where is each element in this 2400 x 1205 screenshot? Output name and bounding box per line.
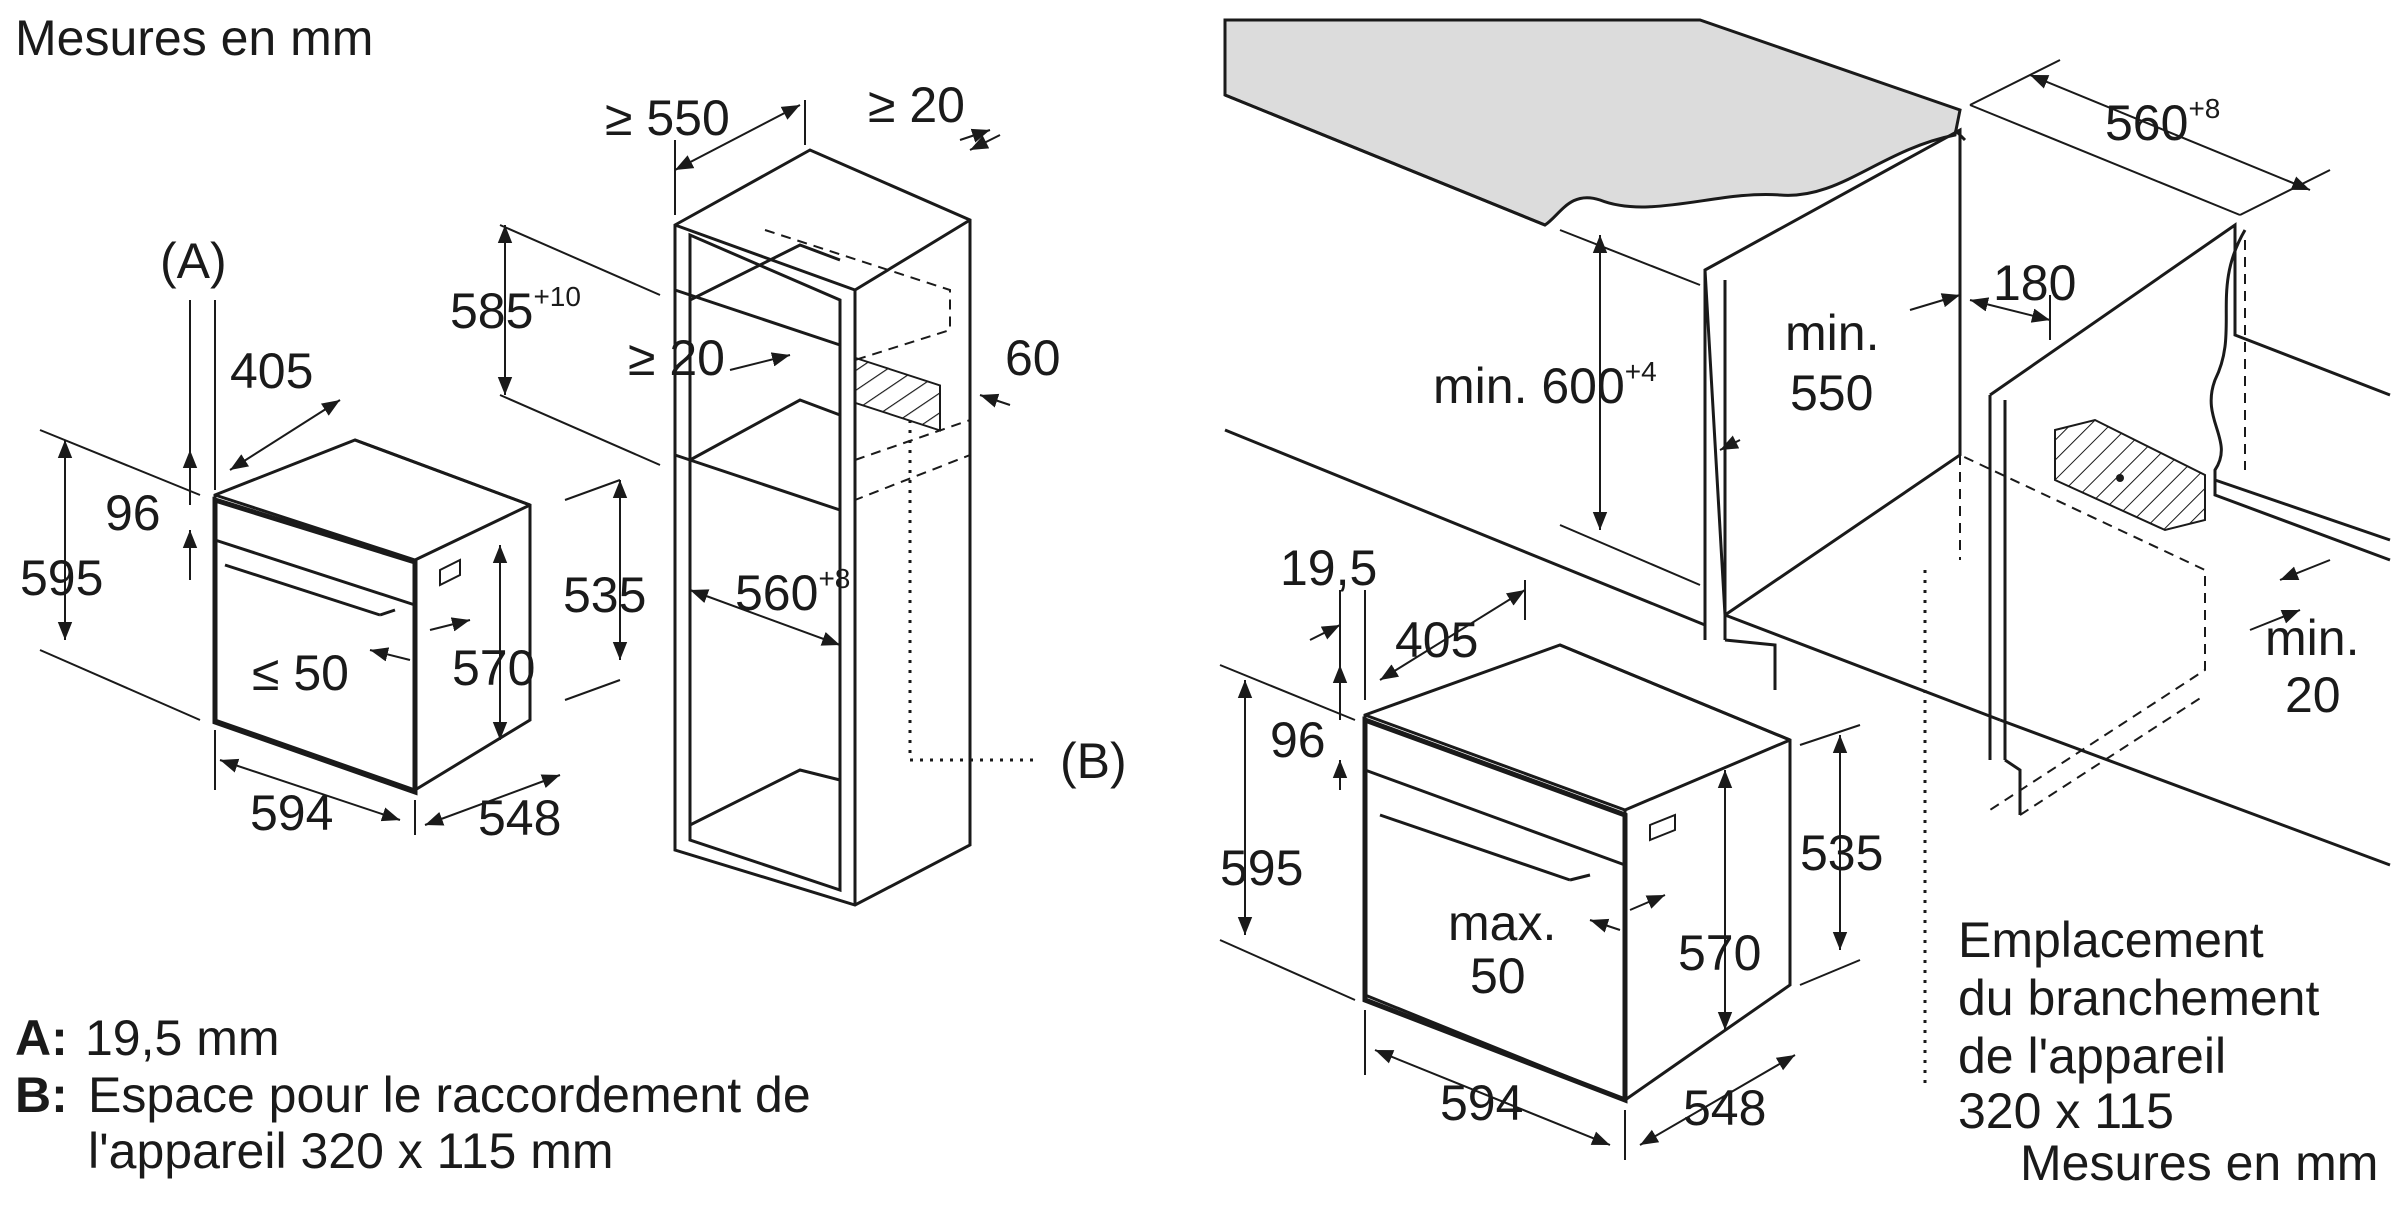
right-oven-dim-max50-label: max. bbox=[1448, 895, 1556, 951]
left-title: Mesures en mm bbox=[15, 10, 373, 66]
right-note-line-2: du branchement bbox=[1958, 970, 2319, 1026]
left-dimension-lines bbox=[39, 100, 1011, 835]
label-b: (B) bbox=[1060, 733, 1127, 789]
right-dim-180: 180 bbox=[1993, 255, 2076, 311]
right-cabinet-drawing bbox=[1224, 127, 2391, 1090]
legend-a-text: 19,5 mm bbox=[85, 1010, 280, 1066]
left-oven-drawing bbox=[212, 438, 532, 796]
right-oven-dim-405: 405 bbox=[1395, 612, 1478, 668]
left-oven-dim-548: 548 bbox=[478, 790, 561, 846]
right-dim-min550-label: min. bbox=[1785, 305, 1879, 361]
right-oven-dim-max50-value: 50 bbox=[1470, 948, 1526, 1004]
right-dim-min20-value: 20 bbox=[2285, 667, 2341, 723]
legend-b-text-2: l'appareil 320 x 115 mm bbox=[88, 1123, 614, 1179]
right-dim-min550-value: 550 bbox=[1790, 365, 1873, 421]
right-oven-dim-594: 594 bbox=[1440, 1075, 1523, 1131]
left-oven-dim-570: 570 bbox=[452, 640, 535, 696]
right-countertop-drawing bbox=[1223, 18, 1967, 227]
right-note-line-1: Emplacement bbox=[1958, 912, 2264, 968]
right-dim-560: 560+8 bbox=[2105, 93, 2220, 151]
left-cab-dim-60: 60 bbox=[1005, 330, 1061, 386]
right-note-line-4: 320 x 115 bbox=[1958, 1083, 2174, 1139]
legend-b-text-1: Espace pour le raccordement de bbox=[88, 1067, 811, 1123]
legend-b-key: B: bbox=[15, 1067, 68, 1123]
right-dim-min20-label: min. bbox=[2265, 610, 2359, 666]
legend-a-key: A: bbox=[15, 1010, 68, 1066]
left-oven-dim-405: 405 bbox=[230, 343, 313, 399]
right-dimension-lines bbox=[1219, 59, 2331, 1160]
left-cab-dim-560: 560+8 bbox=[735, 563, 850, 621]
left-oven-dim-595: 595 bbox=[20, 550, 103, 606]
right-dim-min600: min. 600+4 bbox=[1433, 356, 1657, 414]
right-panel: 560+8 180 min. 550 min. 600+4 min. 20 19… bbox=[1219, 18, 2391, 1191]
left-cab-dim-20-mid: ≥ 20 bbox=[628, 330, 725, 386]
left-cab-dim-550: ≥ 550 bbox=[605, 90, 730, 146]
right-oven-drawing bbox=[1362, 643, 1792, 1104]
right-oven-dim-570: 570 bbox=[1678, 925, 1761, 981]
left-oven-dim-594: 594 bbox=[250, 785, 333, 841]
right-oven-dim-19-5: 19,5 bbox=[1280, 540, 1377, 596]
left-b-leader bbox=[908, 420, 1040, 762]
left-oven-dim-535: 535 bbox=[563, 567, 646, 623]
left-oven-dim-50: ≤ 50 bbox=[252, 645, 349, 701]
right-note-line-3: de l'appareil bbox=[1958, 1028, 2226, 1084]
right-oven-dim-96: 96 bbox=[1270, 712, 1326, 768]
right-oven-dim-595: 595 bbox=[1220, 840, 1303, 896]
left-panel: Mesures en mm (A) (B) 405 96 595 535 570… bbox=[15, 10, 1127, 1179]
right-oven-dim-548: 548 bbox=[1683, 1080, 1766, 1136]
right-title: Mesures en mm bbox=[2020, 1135, 2378, 1191]
left-oven-dim-96: 96 bbox=[105, 485, 161, 541]
left-cab-dim-20-top: ≥ 20 bbox=[868, 77, 965, 133]
left-cab-dim-585: 585+10 bbox=[450, 281, 581, 339]
left-cabinet-drawing bbox=[673, 148, 972, 907]
right-oven-dim-535: 535 bbox=[1800, 825, 1883, 881]
label-a: (A) bbox=[160, 233, 227, 289]
